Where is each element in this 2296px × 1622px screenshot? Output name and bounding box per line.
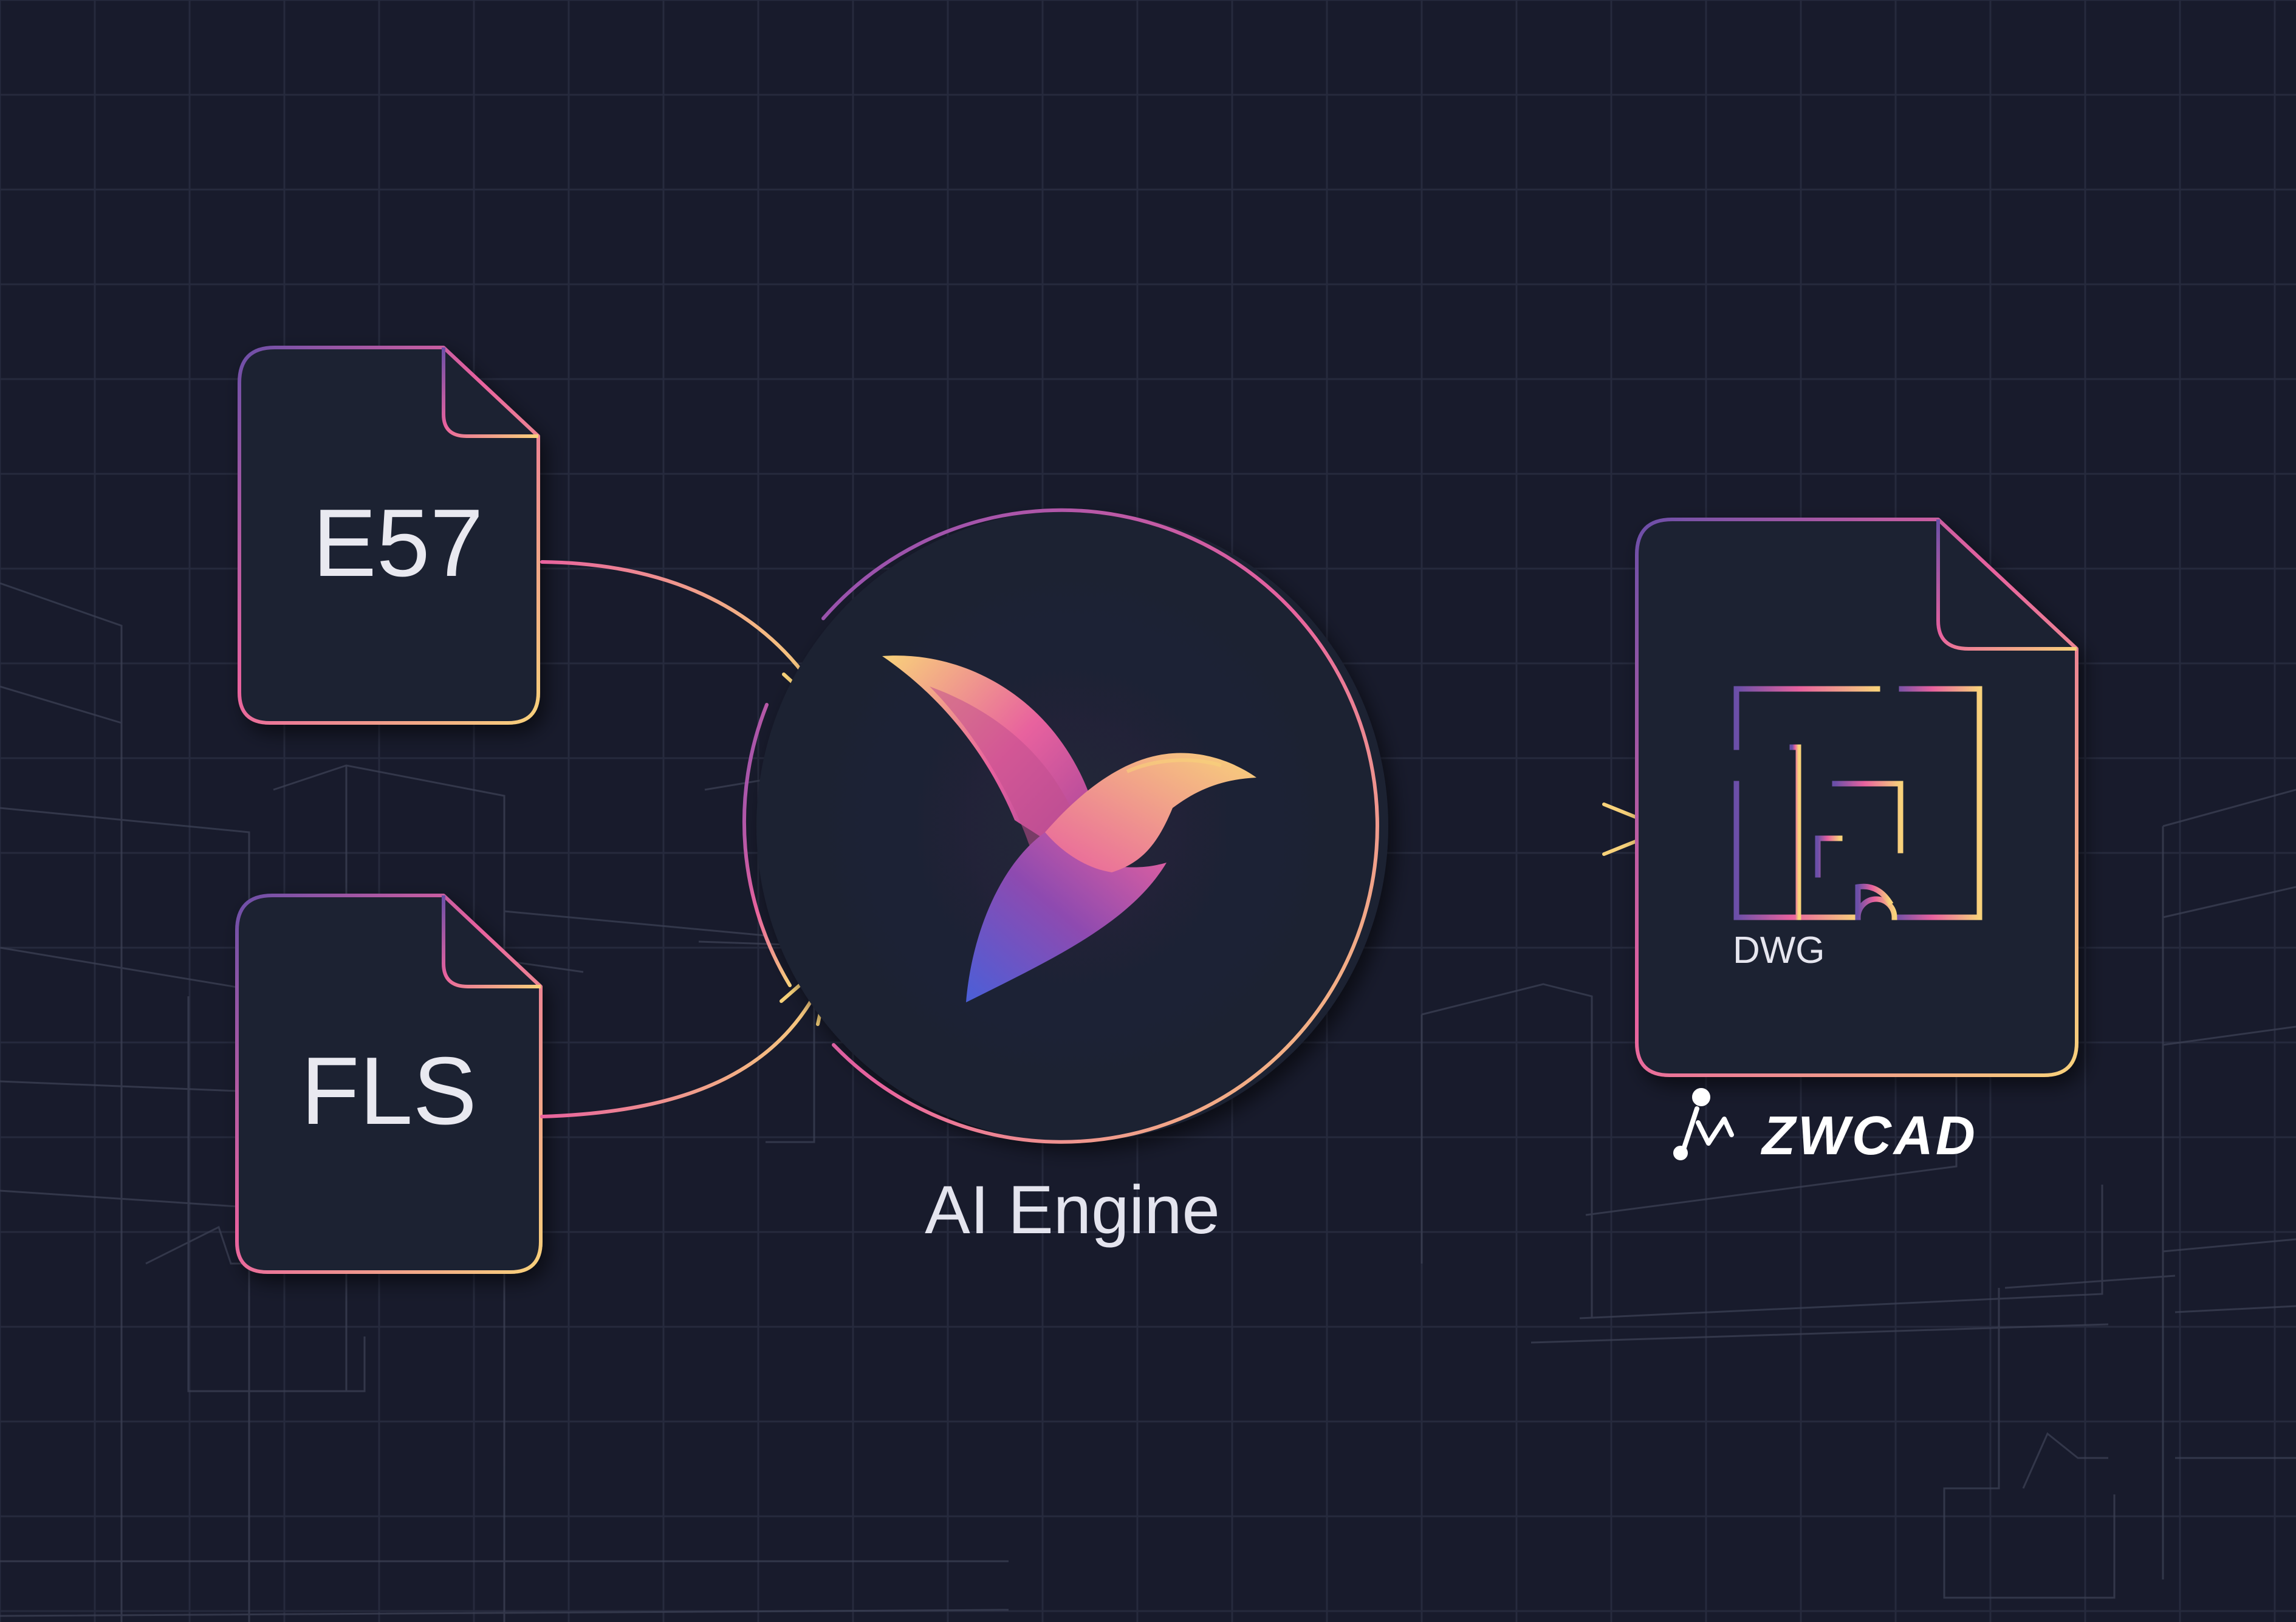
zwcad-logo-icon	[1673, 1088, 1734, 1160]
engine-ring-left	[742, 703, 792, 987]
output-arrow	[1386, 802, 1668, 856]
file-outline	[235, 894, 543, 1274]
e57-label: E57	[312, 490, 483, 597]
bird-logo-icon	[882, 655, 1256, 1002]
dwg-file-node: DWG	[1635, 518, 2078, 1077]
e57-file-node: E57	[238, 346, 540, 725]
zwcad-wordmark: ZWCAD	[1760, 1106, 1978, 1166]
file-outline	[238, 346, 540, 725]
ai-engine-node: AI Engine	[742, 508, 1388, 1248]
file-outline	[1635, 518, 2078, 1077]
file-fold-corner	[442, 347, 538, 438]
engine-label: AI Engine	[925, 1172, 1220, 1248]
file-fold-corner	[442, 895, 541, 988]
fls-file-node: FLS	[235, 894, 543, 1274]
file-fold-corner	[1936, 519, 2077, 651]
engine-ring-outer	[821, 508, 1379, 1144]
zwcad-brand: ZWCAD	[1673, 1088, 1978, 1166]
dwg-label: DWG	[1733, 929, 1825, 971]
fls-label: FLS	[301, 1038, 477, 1145]
floor-plan-icon	[1733, 686, 1982, 920]
